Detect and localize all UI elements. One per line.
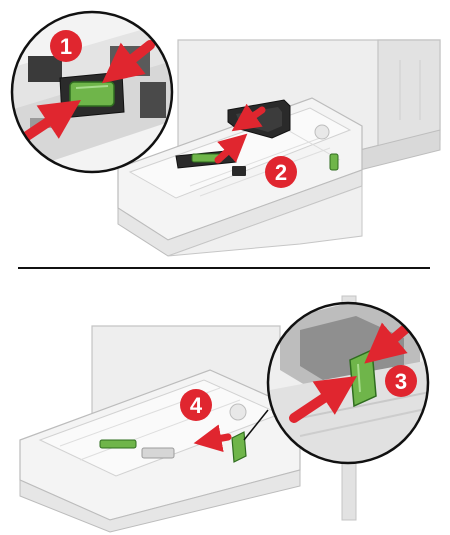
step-badge-4: 4 xyxy=(180,389,212,421)
paper-tray-bottom xyxy=(19,369,301,533)
step-badge-2: 2 xyxy=(265,156,297,188)
step-number-4: 4 xyxy=(190,393,203,418)
step-number-1: 1 xyxy=(60,34,72,59)
step-number-2: 2 xyxy=(275,160,287,185)
step-number-3: 3 xyxy=(395,369,407,394)
step-2-arrows xyxy=(214,103,266,164)
zoom-callout-3 xyxy=(243,301,430,465)
top-panel: 1 2 xyxy=(10,10,441,257)
step-badge-3: 3 xyxy=(385,365,417,397)
zoom-callout-1 xyxy=(10,10,174,174)
bottom-panel: 3 4 xyxy=(19,295,430,533)
step-badge-1: 1 xyxy=(50,30,82,62)
step-4-arrow xyxy=(193,424,232,453)
